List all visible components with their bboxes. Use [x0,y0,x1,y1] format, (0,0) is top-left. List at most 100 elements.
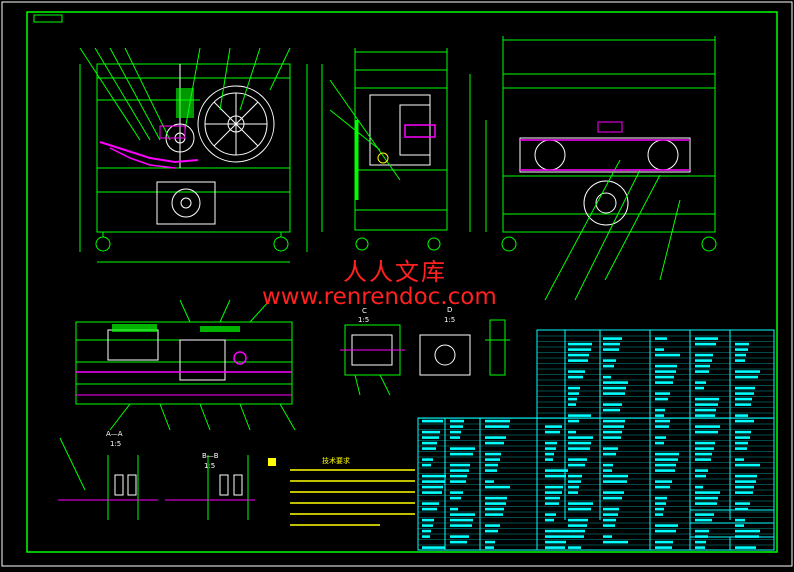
table-cell-mark [422,485,443,489]
table-cell-mark [422,524,433,527]
table-cell-mark [735,436,750,439]
table-cell-mark [603,364,614,368]
technical-requirements-lines [290,469,415,526]
section-b-scale: 1:5 [204,462,216,470]
table-cell-mark [422,430,440,434]
table-cell-mark [655,469,675,472]
table-cell-mark [603,518,616,522]
table-cell-mark [735,348,748,351]
table-cell-mark [450,430,461,434]
table-cell-mark [735,353,746,357]
table-cell-mark [603,452,616,456]
table-cell-mark [695,408,716,412]
table-cell-mark [545,452,554,456]
table-cell-mark [545,469,568,472]
table-cell-mark [485,485,510,489]
table-cell-mark [655,425,669,428]
table-cell-mark [422,529,431,533]
section-b-label: B—B [202,452,219,460]
table-cell-mark [735,529,760,533]
table-cell-mark [450,524,472,527]
section-a-label: A—A [106,430,123,438]
table-cell-mark [422,441,437,445]
table-cell-mark [450,496,461,500]
side-view [329,48,448,251]
table-cell-mark [568,441,591,445]
table-cell-mark [545,485,563,489]
table-cell-mark [655,353,680,357]
table-cell-mark [568,353,589,357]
table-cell-mark [655,524,678,527]
table-cell-mark [568,370,585,373]
table-cell-mark [545,474,566,478]
rear-view-highlight [520,121,690,171]
table-cell-mark [735,491,753,494]
table-cell-mark [655,485,670,489]
table-cell-mark [655,375,674,379]
section-b-detail [165,455,276,520]
table-cell-mark [655,458,678,461]
table-cell-mark [735,414,748,417]
table-cell-mark [735,524,744,527]
table-cell-mark [655,436,666,439]
table-cell-mark [568,386,580,390]
section-a-scale: 1:5 [110,440,122,448]
table-cell-mark [695,485,703,489]
table-cell-mark [568,480,581,483]
table-cell-mark [568,458,587,461]
table-cell-mark [603,436,621,439]
table-cell-mark [568,419,579,423]
table-cell-mark [568,485,579,489]
table-cell-mark [485,436,506,439]
table-cell-mark [568,463,585,467]
table-cell-mark [568,529,585,533]
section-c-scale: 1:5 [358,316,370,324]
table-cell-mark [655,546,672,549]
table-cell-mark [695,397,719,401]
front-view [79,47,323,263]
table-cell-mark [545,529,569,533]
table-cell-mark [545,518,554,522]
table-cell-mark [485,463,498,467]
table-cell-mark [485,441,504,445]
table-cell-mark [603,469,612,472]
table-cell-mark [695,430,718,434]
table-cell-mark [485,452,501,456]
table-cell-mark [735,386,755,390]
table-cell-mark [422,518,434,522]
table-cell-mark [603,513,618,516]
table-cell-mark [568,507,591,511]
table-cell-mark [695,425,720,428]
table-cell-mark [545,491,562,494]
table-cell-mark [695,513,714,516]
table-cell-mark [545,430,560,434]
table-cell-mark [485,546,494,549]
table-cell-mark [655,370,676,373]
table-cell-mark [422,546,445,549]
table-cell-mark [695,337,718,340]
table-cell-mark [655,392,670,395]
table-cell-mark [655,381,673,384]
drawing-number-box [33,14,63,23]
table-cell-mark [655,452,679,456]
table-cell-mark [695,447,714,450]
table-cell-mark [568,502,593,505]
table-cell-mark [655,441,664,445]
table-cell-mark [568,447,590,450]
table-cell-mark [603,348,619,351]
table-cell-mark [655,480,672,483]
section-d-scale: 1:5 [444,316,456,324]
table-cell-mark [695,491,720,494]
table-cell-mark [735,485,754,489]
table-cell-mark [655,364,677,368]
table-cell-mark [485,469,497,472]
table-cell-mark [603,430,622,434]
table-cell-mark [422,419,443,423]
table-cell-mark [568,430,576,434]
table-cell-mark [603,403,622,406]
table-cell-mark [450,513,475,516]
section-a-detail [58,437,158,520]
table-cell-mark [655,502,666,505]
table-cell-mark [568,348,591,351]
table-cell-mark [655,337,667,340]
